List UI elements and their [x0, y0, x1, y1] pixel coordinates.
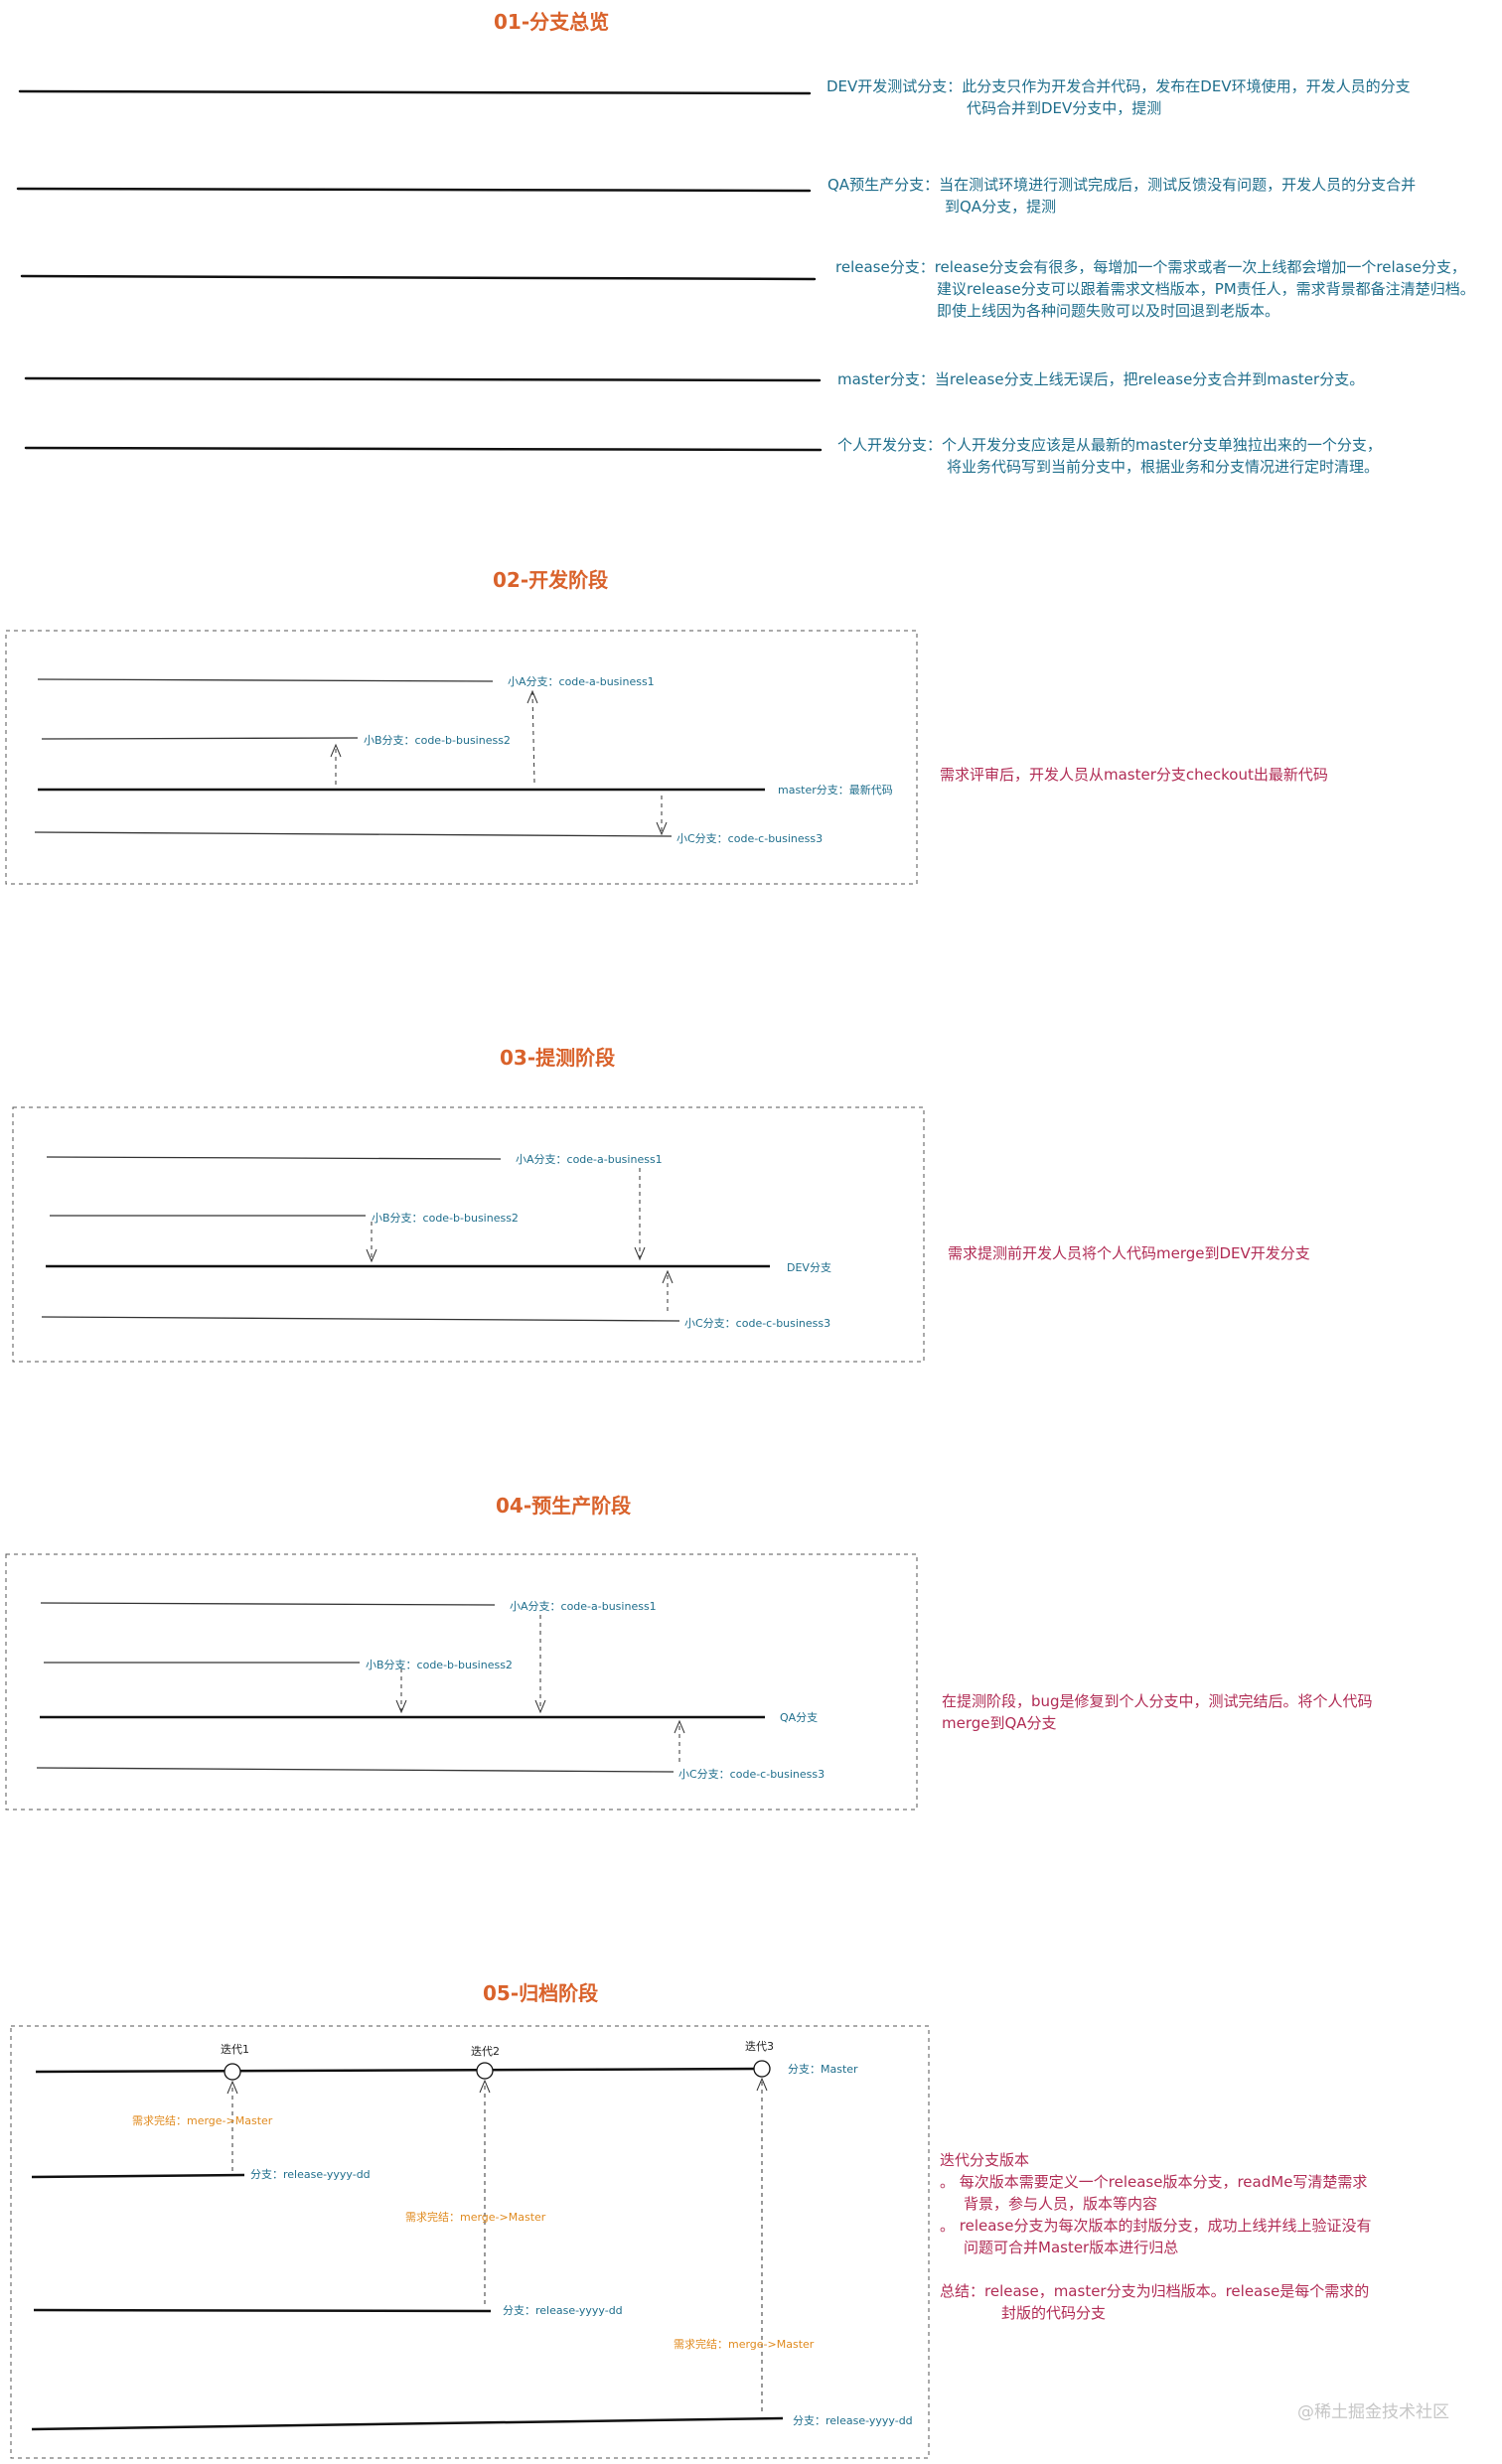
iteration-1-node	[224, 2063, 241, 2081]
release-2-line	[33, 2308, 492, 2313]
master-desc-line1: master分支：当release分支上线无误后，把release分支合并到ma…	[837, 370, 1365, 388]
release-1-line	[31, 2173, 245, 2179]
section-3-title: 03-提测阶段	[500, 1046, 616, 1070]
archive-bullet-2-line1: 。 release分支为每次版本的封版分支，成功上线并线上验证没有	[940, 2217, 1372, 2235]
section-1-title: 01-分支总览	[494, 10, 610, 34]
dev-desc-line1: DEV开发测试分支：此分支只作为开发合并代码，发布在DEV环境使用，开发人员的分…	[826, 77, 1411, 95]
release-1-label: 分支：release-yyyy-dd	[250, 2168, 371, 2181]
release-desc-line1: release分支：release分支会有很多，每增加一个需求或者一次上线都会增…	[835, 258, 1466, 276]
archive-bullet-2-line2: 问题可合并Master版本进行归总	[964, 2239, 1179, 2256]
archive-stage-frame	[10, 2025, 930, 2459]
section-2-title: 02-开发阶段	[493, 568, 609, 592]
release-2-label: 分支：release-yyyy-dd	[503, 2304, 623, 2317]
qa-desc-line2: 到QA分支，提测	[945, 198, 1057, 216]
branch-b-label: 小B分支：code-b-business2	[364, 734, 511, 747]
release-branch-line	[20, 274, 817, 281]
branch-a-label: 小A分支：code-a-business1	[508, 675, 655, 688]
branch-b-label: 小B分支：code-b-business2	[372, 1212, 519, 1225]
preprod-stage-frame	[5, 1553, 918, 1811]
master-line	[35, 2067, 771, 2074]
iteration-1-label: 迭代1	[221, 2043, 249, 2056]
master-branch-line	[24, 376, 822, 382]
branch-c-label: 小C分支：code-c-business3	[678, 1768, 826, 1781]
branch-c-label: 小C分支：code-c-business3	[684, 1317, 831, 1330]
branch-c-line	[34, 831, 673, 837]
branch-b-line	[41, 737, 359, 740]
release-3-line	[31, 2416, 784, 2431]
iteration-3-node	[753, 2060, 771, 2078]
iteration-2-label: 迭代2	[471, 2045, 500, 2058]
archive-note-title: 迭代分支版本	[940, 2151, 1030, 2169]
personal-branch-line	[24, 446, 823, 452]
qa-label: QA分支	[780, 1711, 819, 1724]
branch-a-line	[40, 1602, 496, 1606]
section-5-title: 05-归档阶段	[483, 1981, 599, 2005]
release-desc-line2: 建议release分支可以跟着需求文档版本，PM责任人，需求背景都备注清楚归档。	[937, 280, 1475, 298]
section-4-title: 04-预生产阶段	[496, 1494, 632, 1518]
personal-desc-line1: 个人开发分支：个人开发分支应该是从最新的master分支单独拉出来的一个分支，	[837, 436, 1382, 454]
merge-note-1: 需求完结：merge->Master	[132, 2114, 273, 2127]
branch-a-label: 小A分支：code-a-business1	[516, 1153, 663, 1166]
archive-bullet-1-line1: 。 每次版本需要定义一个release版本分支，readMe写清楚需求	[940, 2173, 1368, 2191]
test-stage-frame	[12, 1106, 925, 1363]
master-label: master分支：最新代码	[778, 784, 893, 797]
personal-desc-line2: 将业务代码写到当前分支中，根据业务和分支情况进行定时清理。	[947, 458, 1380, 476]
preprod-note-line1: 在提测阶段，bug是修复到个人分支中，测试完结后。将个人代码	[942, 1692, 1373, 1710]
branch-a-label: 小A分支：code-a-business1	[510, 1600, 657, 1613]
branch-c-line	[36, 1767, 675, 1773]
watermark: @稀土掘金技术社区	[1297, 2402, 1449, 2422]
dev-stage-frame	[5, 630, 918, 885]
merge-note-2: 需求完结：merge->Master	[405, 2211, 546, 2224]
archive-summary-line2: 封版的代码分支	[1001, 2304, 1107, 2322]
branch-a-line	[37, 678, 494, 682]
branch-b-label: 小B分支：code-b-business2	[366, 1659, 513, 1671]
archive-summary-line1: 总结：release，master分支为归档版本。release是每个需求的	[940, 2282, 1370, 2300]
master-branch-label: 分支：Master	[788, 2063, 858, 2076]
qa-desc-line1: QA预生产分支：当在测试环境进行测试完成后，测试反馈没有问题，开发人员的分支合并	[827, 176, 1417, 194]
archive-bullet-1-line2: 背景，参与人员，版本等内容	[964, 2195, 1158, 2213]
iteration-3-label: 迭代3	[745, 2040, 774, 2053]
iteration-2-node	[476, 2062, 494, 2080]
merge-note-3: 需求完结：merge->Master	[674, 2338, 815, 2351]
branch-c-label: 小C分支：code-c-business3	[676, 832, 824, 845]
checkout-arrow-a	[531, 692, 535, 784]
preprod-note-line2: merge到QA分支	[942, 1714, 1057, 1732]
dev-label: DEV分支	[787, 1261, 831, 1274]
test-stage-note: 需求提测前开发人员将个人代码merge到DEV开发分支	[948, 1244, 1310, 1262]
dev-desc-line2: 代码合并到DEV分支中，提测	[967, 99, 1162, 117]
branch-a-line	[46, 1156, 502, 1160]
branch-c-line	[41, 1316, 680, 1322]
qa-branch-line	[16, 187, 812, 193]
dev-branch-line	[18, 89, 812, 95]
release-3-label: 分支：release-yyyy-dd	[793, 2414, 913, 2427]
dev-stage-note: 需求评审后，开发人员从master分支checkout出最新代码	[940, 766, 1328, 784]
release-desc-line3: 即使上线因为各种问题失败可以及时回退到老版本。	[937, 302, 1280, 320]
